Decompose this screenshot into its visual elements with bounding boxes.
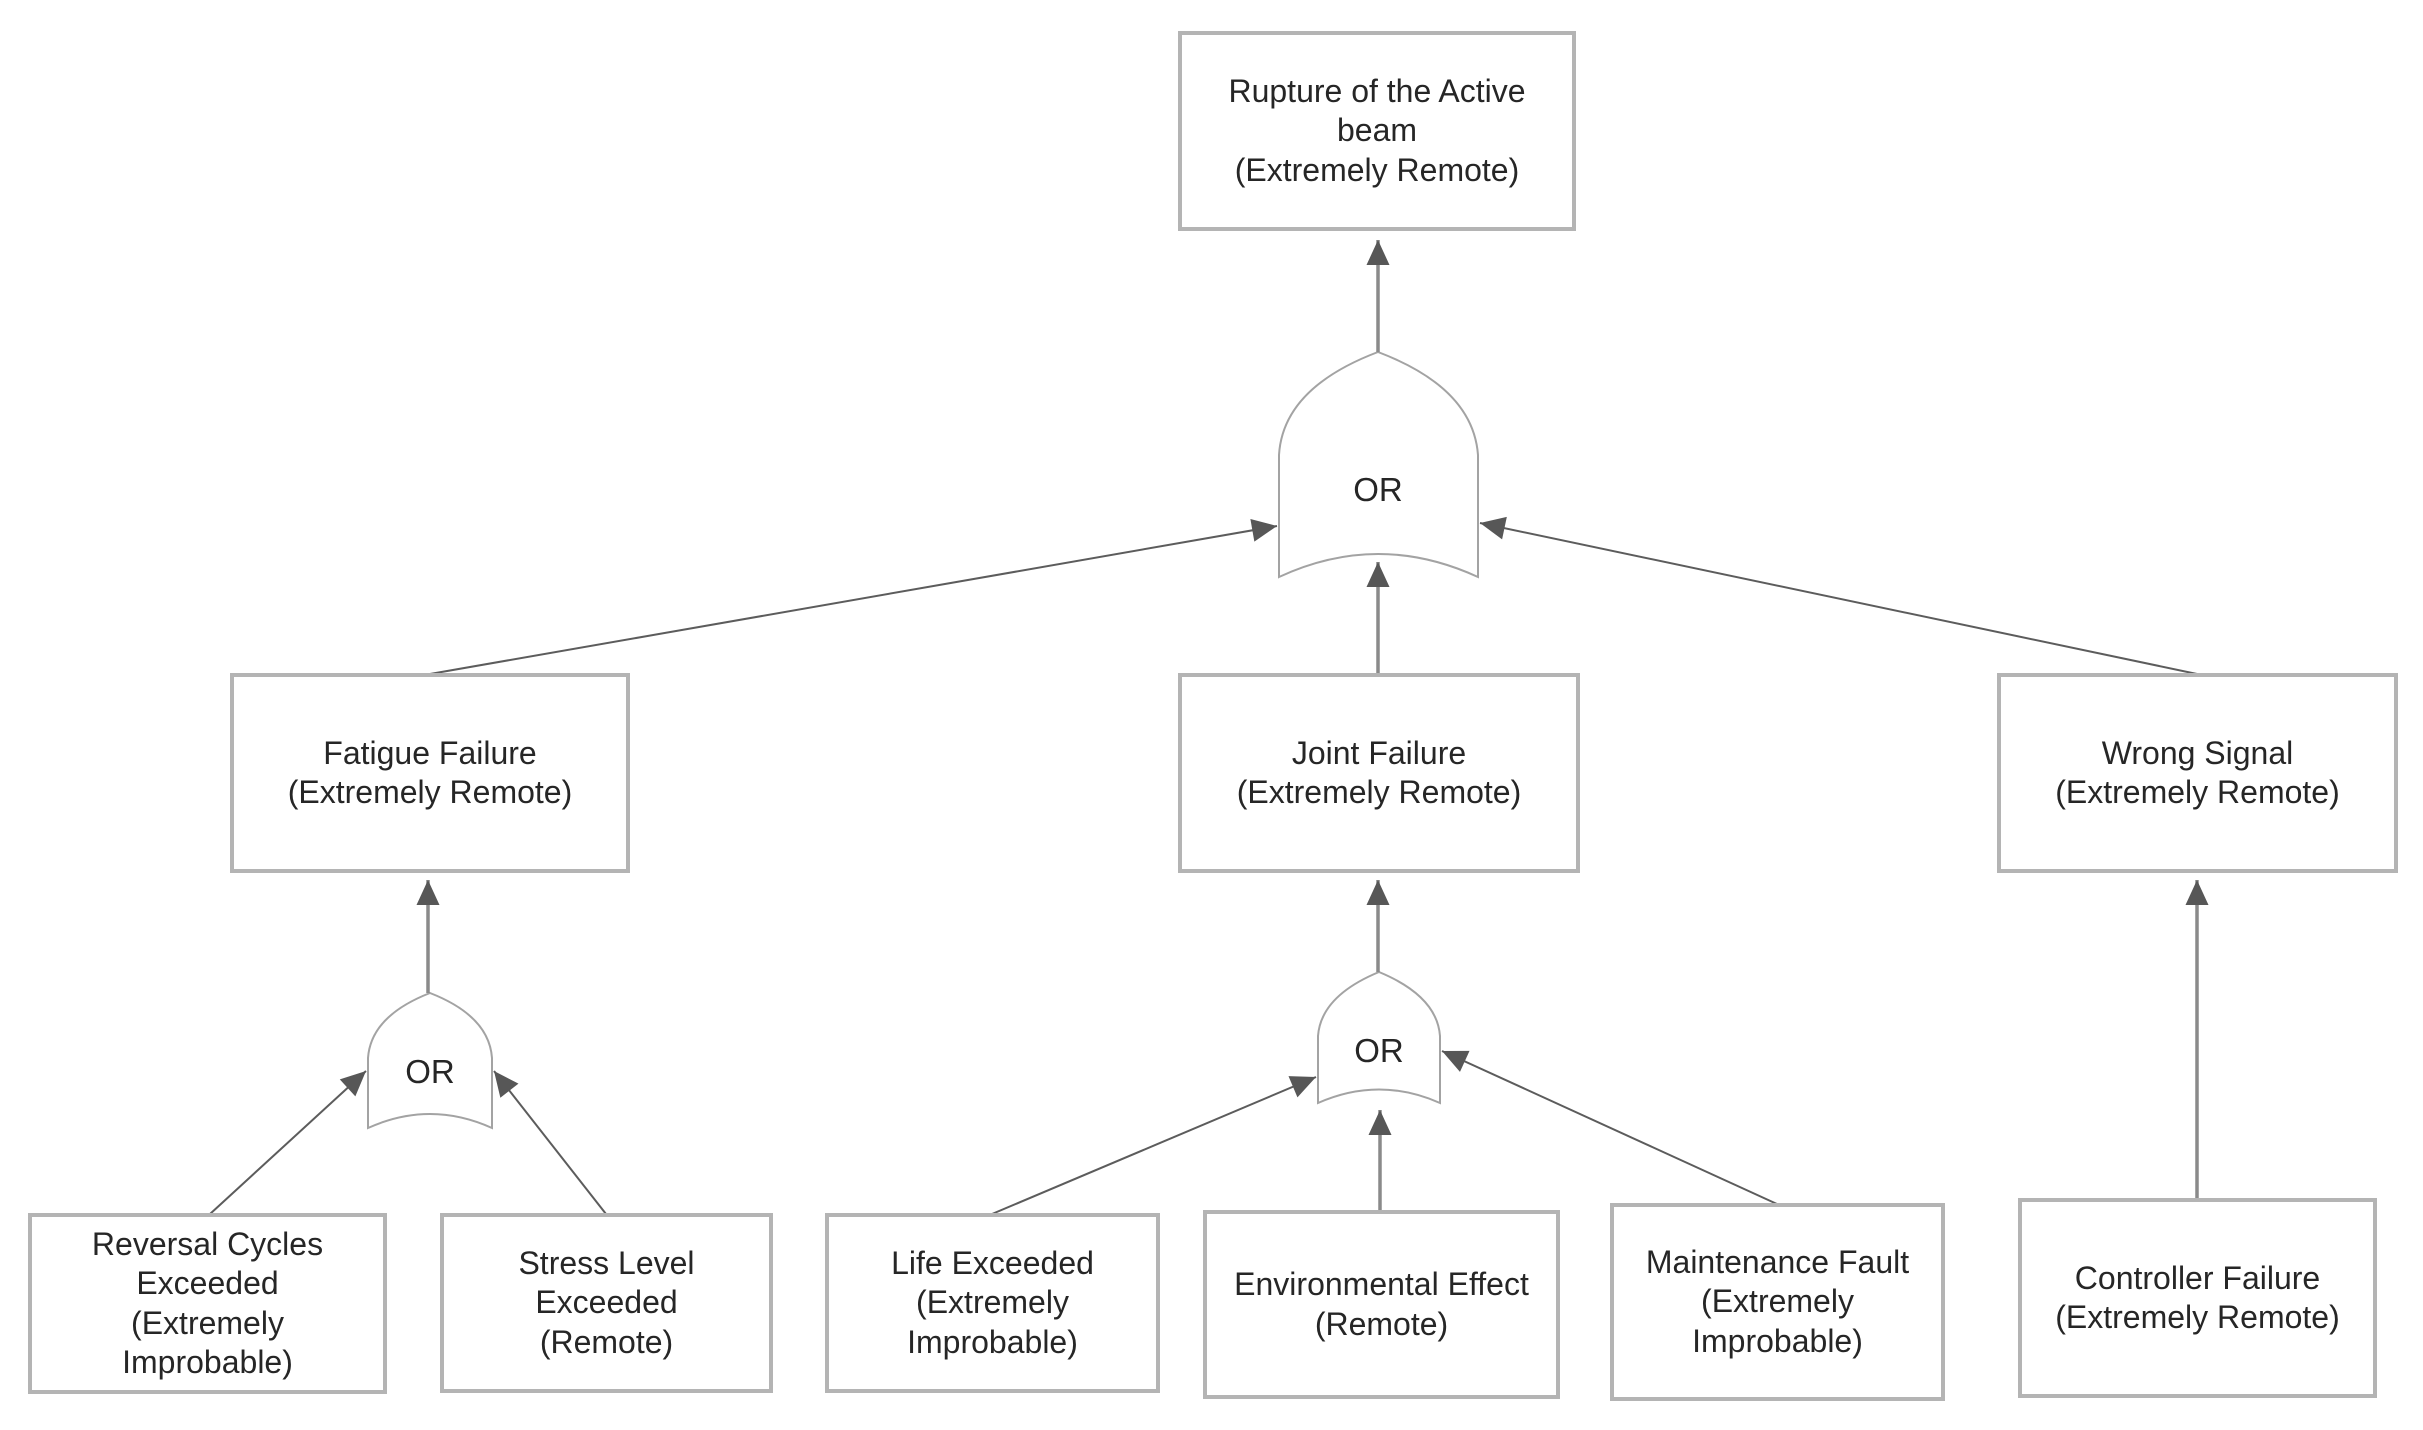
event-name: Joint Failure [1291,734,1467,771]
event-box-maintenance-fault: Maintenance Fault (Extremely Improbable) [1610,1203,1945,1401]
connector-life-exceeded-to-joint-gate [991,1076,1317,1215]
event-qualifier: (Remote) [539,1323,674,1360]
event-box-controller-failure: Controller Failure (Extremely Remote) [2018,1198,2377,1398]
event-name: Environmental Effect [1234,1266,1529,1303]
fatigue-or-gate-label: OR [405,1053,455,1090]
connector-fatigue-failure-to-main-gate [429,518,1278,675]
event-box-life-exceeded: Life Exceeded (Extremely Improbable) [825,1213,1160,1393]
event-qualifier: (Extremely Improbable) [907,1284,1078,1360]
event-name: Life Exceeded [891,1245,1094,1282]
event-name: Maintenance Fault [1645,1244,1910,1281]
connector-maintenance-fault-to-joint-gate [1441,1050,1778,1205]
event-name: Controller Failure [2074,1259,2321,1296]
or-gate-shape-main [1278,350,1479,579]
event-qualifier: (Extremely Improbable) [1692,1283,1863,1359]
event-qualifier: (Remote) [1314,1305,1449,1342]
or-gate-shape-fatigue [367,991,493,1130]
connector-stress-level-to-fatigue-gate [493,1070,607,1215]
connector-reversal-cycles-to-fatigue-gate [209,1070,367,1215]
main-or-gate-label: OR [1353,471,1403,508]
event-name: Stress Level Exceeded [518,1245,695,1321]
event-name: Fatigue Failure [323,734,537,771]
connector-wrong-signal-to-main-gate [1479,516,2198,675]
or-gate-shape-joint [1317,970,1441,1105]
event-name: Reversal Cycles Exceeded [91,1226,324,1302]
event-name: Wrong Signal [2101,734,2294,771]
event-box-reversal-cycles-exceeded: Reversal Cycles Exceeded (Extremely Impr… [28,1213,387,1394]
event-box-fatigue-failure: Fatigue Failure (Extremely Remote) [230,673,630,873]
event-qualifier: (Extremely Improbable) [122,1304,293,1380]
event-box-environmental-effect: Environmental Effect (Remote) [1203,1210,1560,1399]
joint-or-gate-label: OR [1354,1032,1404,1069]
event-box-wrong-signal: Wrong Signal (Extremely Remote) [1997,673,2398,873]
event-name: Rupture of the Active beam [1228,73,1526,149]
event-box-joint-failure: Joint Failure (Extremely Remote) [1178,673,1580,873]
event-box-stress-level-exceeded: Stress Level Exceeded (Remote) [440,1213,773,1393]
event-qualifier: (Extremely Remote) [1234,151,1520,188]
event-box-rupture-of-the-active-beam: Rupture of the Active beam (Extremely Re… [1178,31,1576,231]
event-qualifier: (Extremely Remote) [1236,774,1522,810]
event-qualifier: (Extremely Remote) [2055,1299,2340,1335]
event-qualifier: (Extremely Remote) [287,774,573,810]
event-qualifier: (Extremely Remote) [2055,774,2340,810]
